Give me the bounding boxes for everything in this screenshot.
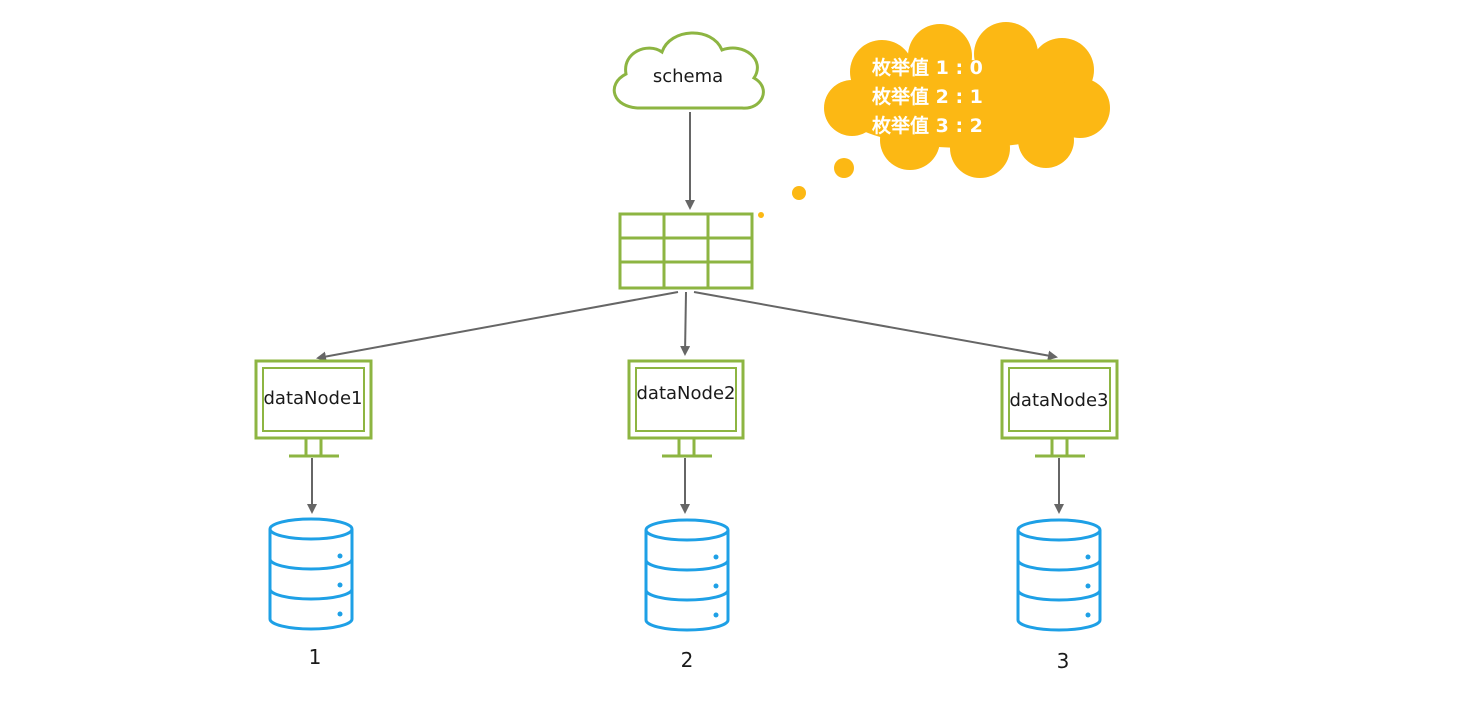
schema-label: schema [652, 66, 724, 87]
arrow-table-to-node2 [680, 291, 691, 356]
table-grid-icon [618, 212, 754, 290]
data-node-2-label: dataNode2 [636, 383, 736, 404]
data-node-1-label: dataNode1 [263, 388, 363, 409]
database-3-label: 3 [1056, 649, 1070, 673]
db3-database-icon [1016, 518, 1102, 632]
schema-cloud-icon [612, 31, 765, 110]
database-2-label: 2 [680, 648, 694, 672]
thought-dot-medium [792, 186, 806, 200]
db1-database-icon [268, 517, 354, 631]
node3-monitor-icon [1000, 359, 1119, 458]
node1-monitor-icon [254, 359, 373, 458]
arrow-table-to-node3 [693, 291, 1058, 361]
data-node-3-label: dataNode3 [1009, 390, 1109, 411]
enum-value-3: 枚举值 3 : 2 [872, 115, 983, 137]
node2-monitor-icon [627, 359, 745, 458]
enum-thought-bubble [824, 22, 1110, 178]
arrow-table-to-node1 [316, 291, 679, 362]
thought-dot-small [758, 212, 764, 218]
db2-database-icon [644, 518, 730, 632]
database-1-label: 1 [308, 645, 322, 669]
thought-dot-large [834, 158, 854, 178]
enum-value-1: 枚举值 1 : 0 [872, 57, 983, 79]
enum-values-list: 枚举值 1 : 0 枚举值 2 : 1 枚举值 3 : 2 [872, 54, 1032, 141]
enum-value-2: 枚举值 2 : 1 [872, 86, 983, 108]
